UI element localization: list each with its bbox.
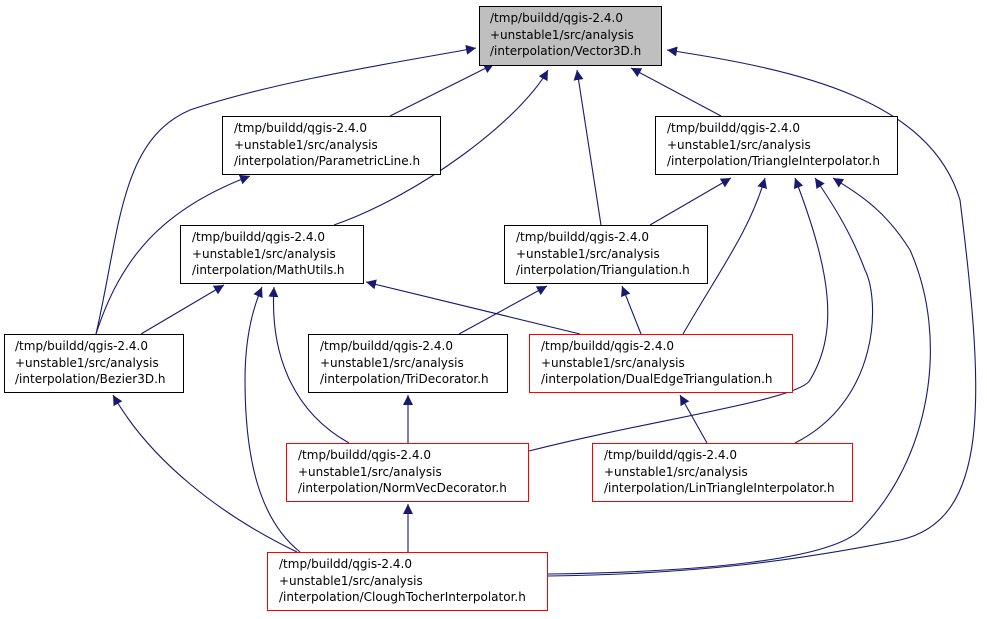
node-dualedgetriangulation[interactable]: /tmp/buildd/qgis-2.4.0 +unstable1/src/an… — [529, 334, 793, 393]
node-line-1: /tmp/buildd/qgis-2.4.0 — [667, 121, 800, 135]
node-line-2: +unstable1/src/analysis — [192, 246, 336, 261]
node-line-2: +unstable1/src/analysis — [516, 246, 660, 261]
node-parametricline[interactable]: /tmp/buildd/qgis-2.4.0 +unstable1/src/an… — [222, 116, 441, 175]
edge-cloughtocherinterpolator-to-bezier3d — [112, 394, 298, 553]
edge-mathutils-to-vector3d — [333, 69, 549, 226]
node-line-1: /tmp/buildd/qgis-2.4.0 — [516, 230, 649, 244]
node-line-2: +unstable1/src/analysis — [234, 137, 378, 152]
node-line-1: /tmp/buildd/qgis-2.4.0 — [490, 11, 623, 25]
node-mathutils[interactable]: /tmp/buildd/qgis-2.4.0 +unstable1/src/an… — [180, 225, 364, 284]
node-line-3: /interpolation/MathUtils.h — [192, 263, 345, 277]
node-line-1: /tmp/buildd/qgis-2.4.0 — [15, 339, 148, 353]
node-line-2: +unstable1/src/analysis — [320, 355, 464, 370]
node-line-3: /interpolation/ParametricLine.h — [234, 154, 421, 168]
node-line-1: /tmp/buildd/qgis-2.4.0 — [192, 230, 325, 244]
node-line-3: /interpolation/NormVecDecorator.h — [298, 481, 507, 495]
edge-lintriangleinterpolator-to-dualedgetriangulation — [679, 394, 708, 444]
edge-dualedgetriangulation-to-triangleinterpolator — [682, 177, 768, 335]
edge-bezier3d-to-parametricline — [95, 174, 251, 335]
edge-dualedgetriangulation-to-triangulation — [621, 285, 642, 335]
node-line-1: /tmp/buildd/qgis-2.4.0 — [541, 339, 674, 353]
node-line-3: /interpolation/TriangleInterpolator.h — [667, 154, 880, 168]
node-line-3: /interpolation/DualEdgeTriangulation.h — [541, 372, 773, 386]
node-triangulation[interactable]: /tmp/buildd/qgis-2.4.0 +unstable1/src/an… — [504, 225, 708, 284]
edge-cloughtocherinterpolator-to-vector3d — [547, 46, 977, 577]
edge-triangleinterpolator-to-vector3d — [630, 67, 722, 117]
node-line-2: +unstable1/src/analysis — [667, 137, 811, 152]
node-line-1: /tmp/buildd/qgis-2.4.0 — [298, 448, 431, 462]
node-line-2: +unstable1/src/analysis — [604, 464, 748, 479]
node-line-1: /tmp/buildd/qgis-2.4.0 — [234, 121, 367, 135]
edge-dualedgetriangulation-to-mathutils — [365, 279, 581, 335]
node-bezier3d[interactable]: /tmp/buildd/qgis-2.4.0 +unstable1/src/an… — [4, 334, 184, 393]
node-normvecdecorator[interactable]: /tmp/buildd/qgis-2.4.0 +unstable1/src/an… — [286, 443, 529, 502]
node-line-3: /interpolation/Bezier3D.h — [15, 372, 166, 386]
node-line-2: +unstable1/src/analysis — [279, 573, 423, 588]
node-tridecorator[interactable]: /tmp/buildd/qgis-2.4.0 +unstable1/src/an… — [308, 334, 508, 393]
edge-normvecdecorator-to-mathutils — [268, 286, 350, 444]
node-line-3: /interpolation/TriDecorator.h — [320, 372, 489, 386]
edge-triangulation-to-vector3d — [573, 69, 602, 226]
node-line-2: +unstable1/src/analysis — [490, 27, 634, 42]
edge-parametricline-to-vector3d — [389, 63, 495, 117]
node-line-3: /interpolation/Vector3D.h — [490, 44, 642, 58]
edge-triangulation-to-triangleinterpolator — [649, 177, 732, 226]
node-triangleinterpolator[interactable]: /tmp/buildd/qgis-2.4.0 +unstable1/src/an… — [655, 116, 898, 175]
edge-bezier3d-to-mathutils — [140, 284, 225, 335]
edge-tridecorator-to-triangulation — [458, 285, 548, 335]
node-line-2: +unstable1/src/analysis — [15, 355, 159, 370]
edge-bezier3d-to-vector3d — [95, 44, 477, 335]
node-vector3d: /tmp/buildd/qgis-2.4.0 +unstable1/src/an… — [479, 6, 662, 66]
node-line-3: /interpolation/Triangulation.h — [516, 263, 690, 277]
node-line-1: /tmp/buildd/qgis-2.4.0 — [320, 339, 453, 353]
node-line-2: +unstable1/src/analysis — [298, 464, 442, 479]
edge-normvecdecorator-to-triangleinterpolator — [528, 177, 829, 452]
edge-cloughtocherinterpolator-to-triangleinterpolator — [547, 177, 931, 575]
node-line-3: /interpolation/LinTriangleInterpolator.h — [604, 481, 835, 495]
node-cloughtocherinterpolator[interactable]: /tmp/buildd/qgis-2.4.0 +unstable1/src/an… — [267, 552, 548, 611]
edge-cloughtocherinterpolator-to-mathutils — [244, 286, 301, 553]
node-line-1: /tmp/buildd/qgis-2.4.0 — [279, 557, 412, 571]
node-line-1: /tmp/buildd/qgis-2.4.0 — [604, 448, 737, 462]
node-lintriangleinterpolator[interactable]: /tmp/buildd/qgis-2.4.0 +unstable1/src/an… — [592, 443, 853, 502]
node-line-2: +unstable1/src/analysis — [541, 355, 685, 370]
edge-lintriangleinterpolator-to-triangleinterpolator — [794, 177, 874, 444]
node-line-3: /interpolation/CloughTocherInterpolator.… — [279, 590, 526, 604]
